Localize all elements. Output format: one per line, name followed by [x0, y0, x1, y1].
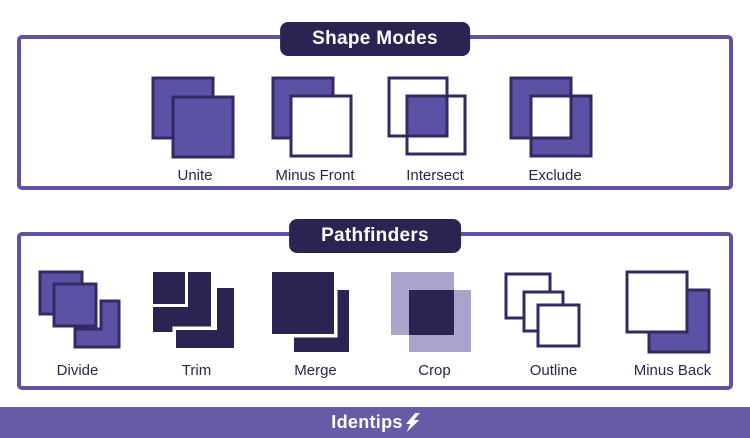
pathfinders-title: Pathfinders: [321, 225, 429, 246]
shape-modes-title: Shape Modes: [312, 28, 438, 49]
lightning-bolt-icon: [405, 413, 420, 432]
minus-front-icon: [271, 76, 353, 158]
item-label: Crop: [418, 362, 451, 379]
pathfinder-outline: Outline: [494, 270, 613, 379]
trim-icon: [153, 272, 238, 352]
shape-modes-panel: Shape Modes Unite Minus Front Intersect: [17, 22, 733, 190]
item-label: Minus Front: [275, 167, 355, 184]
footer-bar: Identips: [0, 407, 750, 438]
minus-back-icon: [625, 270, 711, 354]
pathfinders-banner: Pathfinders: [289, 219, 461, 253]
pathfinder-trim: Trim: [137, 270, 256, 379]
pathfinder-minus-back: Minus Back: [613, 270, 732, 379]
item-label: Trim: [181, 362, 212, 379]
exclude-icon: [509, 76, 593, 158]
item-label: Minus Back: [633, 362, 712, 379]
pathfinders-panel: Pathfinders Divide Trim: [17, 219, 733, 390]
item-label: Intersect: [406, 167, 464, 184]
pathfinder-divide: Divide: [18, 270, 137, 379]
pathfinder-merge: Merge: [256, 270, 375, 379]
shape-mode-intersect: Intersect: [375, 75, 495, 184]
divide-icon: [38, 270, 121, 349]
brand-name: Identips: [331, 412, 403, 432]
item-label: Divide: [56, 362, 99, 379]
item-label: Merge: [294, 362, 337, 379]
pathfinder-crop: Crop: [375, 270, 494, 379]
pathfinders-row: Divide Trim Merge: [21, 236, 729, 379]
shape-mode-minus-front: Minus Front: [255, 75, 375, 184]
unite-icon: [151, 76, 235, 159]
outline-icon: [504, 272, 581, 348]
item-label: Unite: [177, 167, 213, 184]
item-label: Outline: [529, 362, 578, 379]
merge-icon: [268, 270, 349, 352]
intersect-icon: [387, 76, 467, 156]
shape-mode-unite: Unite: [135, 75, 255, 184]
item-label: Exclude: [528, 167, 582, 184]
shape-modes-row: Unite Minus Front Intersect Exclude: [21, 39, 729, 184]
crop-icon: [391, 272, 471, 352]
shape-mode-exclude: Exclude: [495, 75, 615, 184]
shape-modes-banner: Shape Modes: [280, 22, 470, 56]
